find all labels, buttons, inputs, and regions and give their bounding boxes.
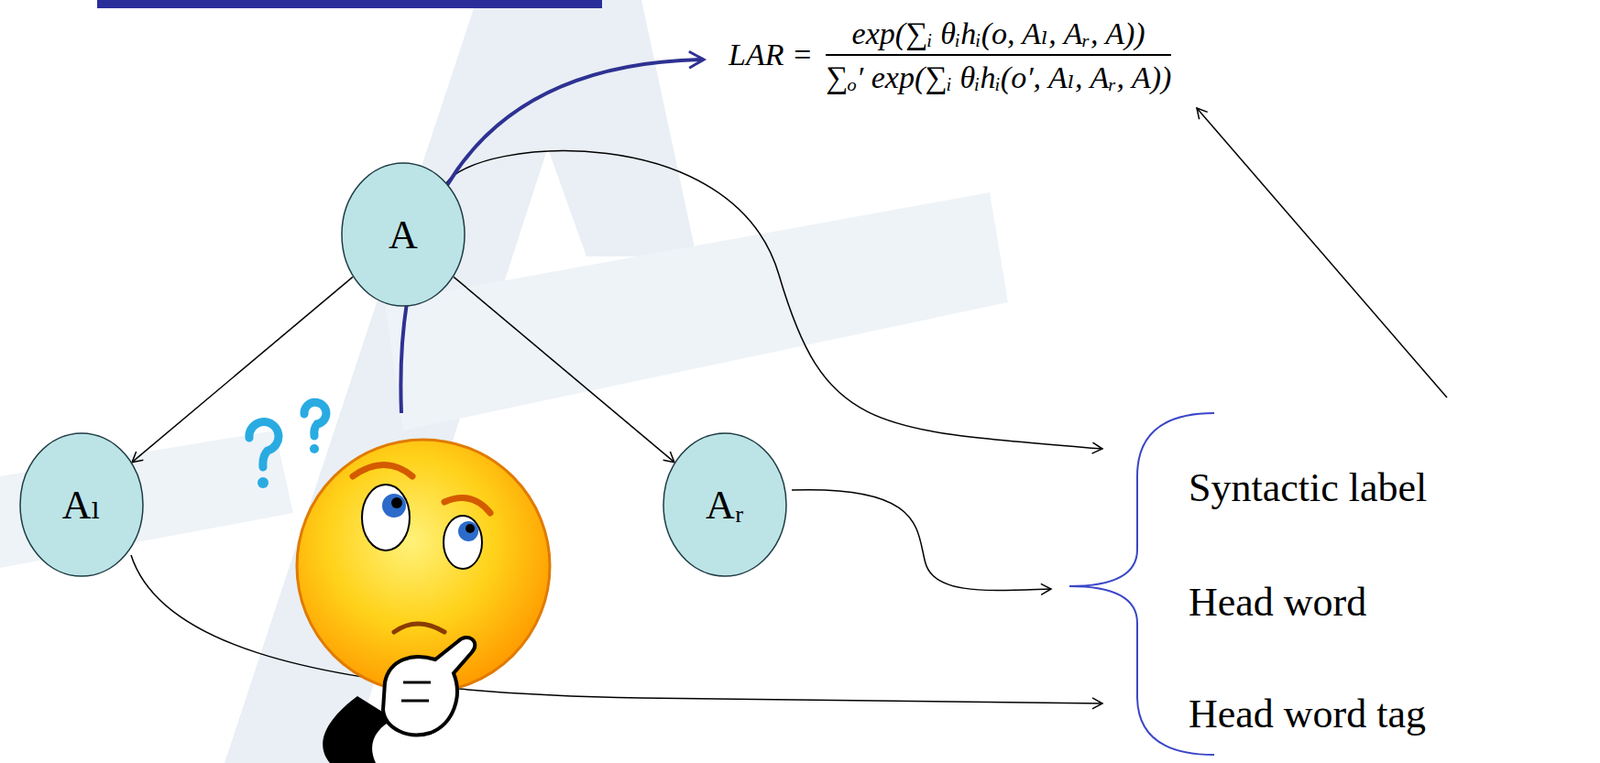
formula-text: LAR =: [728, 37, 813, 73]
leader-line: [446, 151, 1103, 450]
leader-line: [791, 490, 1052, 592]
fraction: exp(∑ᵢ θᵢhᵢ(o, Aₗ, Aᵣ, A)) ∑ₒ′ exp(∑ᵢ θᵢh…: [825, 14, 1172, 96]
title-rule: [97, 0, 603, 9]
syntax-node: Aₗ: [19, 432, 144, 578]
formula-text: exp(∑ᵢ θᵢhᵢ(o, Aₗ, Aᵣ, A)): [852, 14, 1146, 52]
thinking-smiley: [249, 402, 550, 763]
tree-edge: [131, 276, 353, 462]
fraction-bar: [825, 54, 1172, 56]
feature-label: Head word tag: [1188, 690, 1426, 738]
node-label: A: [388, 211, 418, 259]
tree-edge: [453, 276, 675, 462]
feature-label: Syntactic label: [1188, 464, 1427, 512]
node-label: Aᵣ: [705, 482, 745, 529]
node-label: Aₗ: [62, 481, 101, 529]
leader-line: [131, 555, 1103, 704]
leader-line: [1196, 108, 1447, 398]
formula: LAR = exp(∑ᵢ θᵢhᵢ(o, Aₗ, Aᵣ, A)) ∑ₒ′ exp(∑…: [728, 14, 1172, 96]
syntax-node: A: [340, 162, 466, 307]
feature-label: Head word: [1188, 579, 1367, 626]
formula-text: ∑ₒ′ exp(∑ᵢ θᵢhᵢ(o′, Aₗ, Aᵣ, A)): [825, 58, 1172, 96]
watermark: [0, 0, 1009, 763]
syntax-node: Aᵣ: [662, 432, 788, 578]
